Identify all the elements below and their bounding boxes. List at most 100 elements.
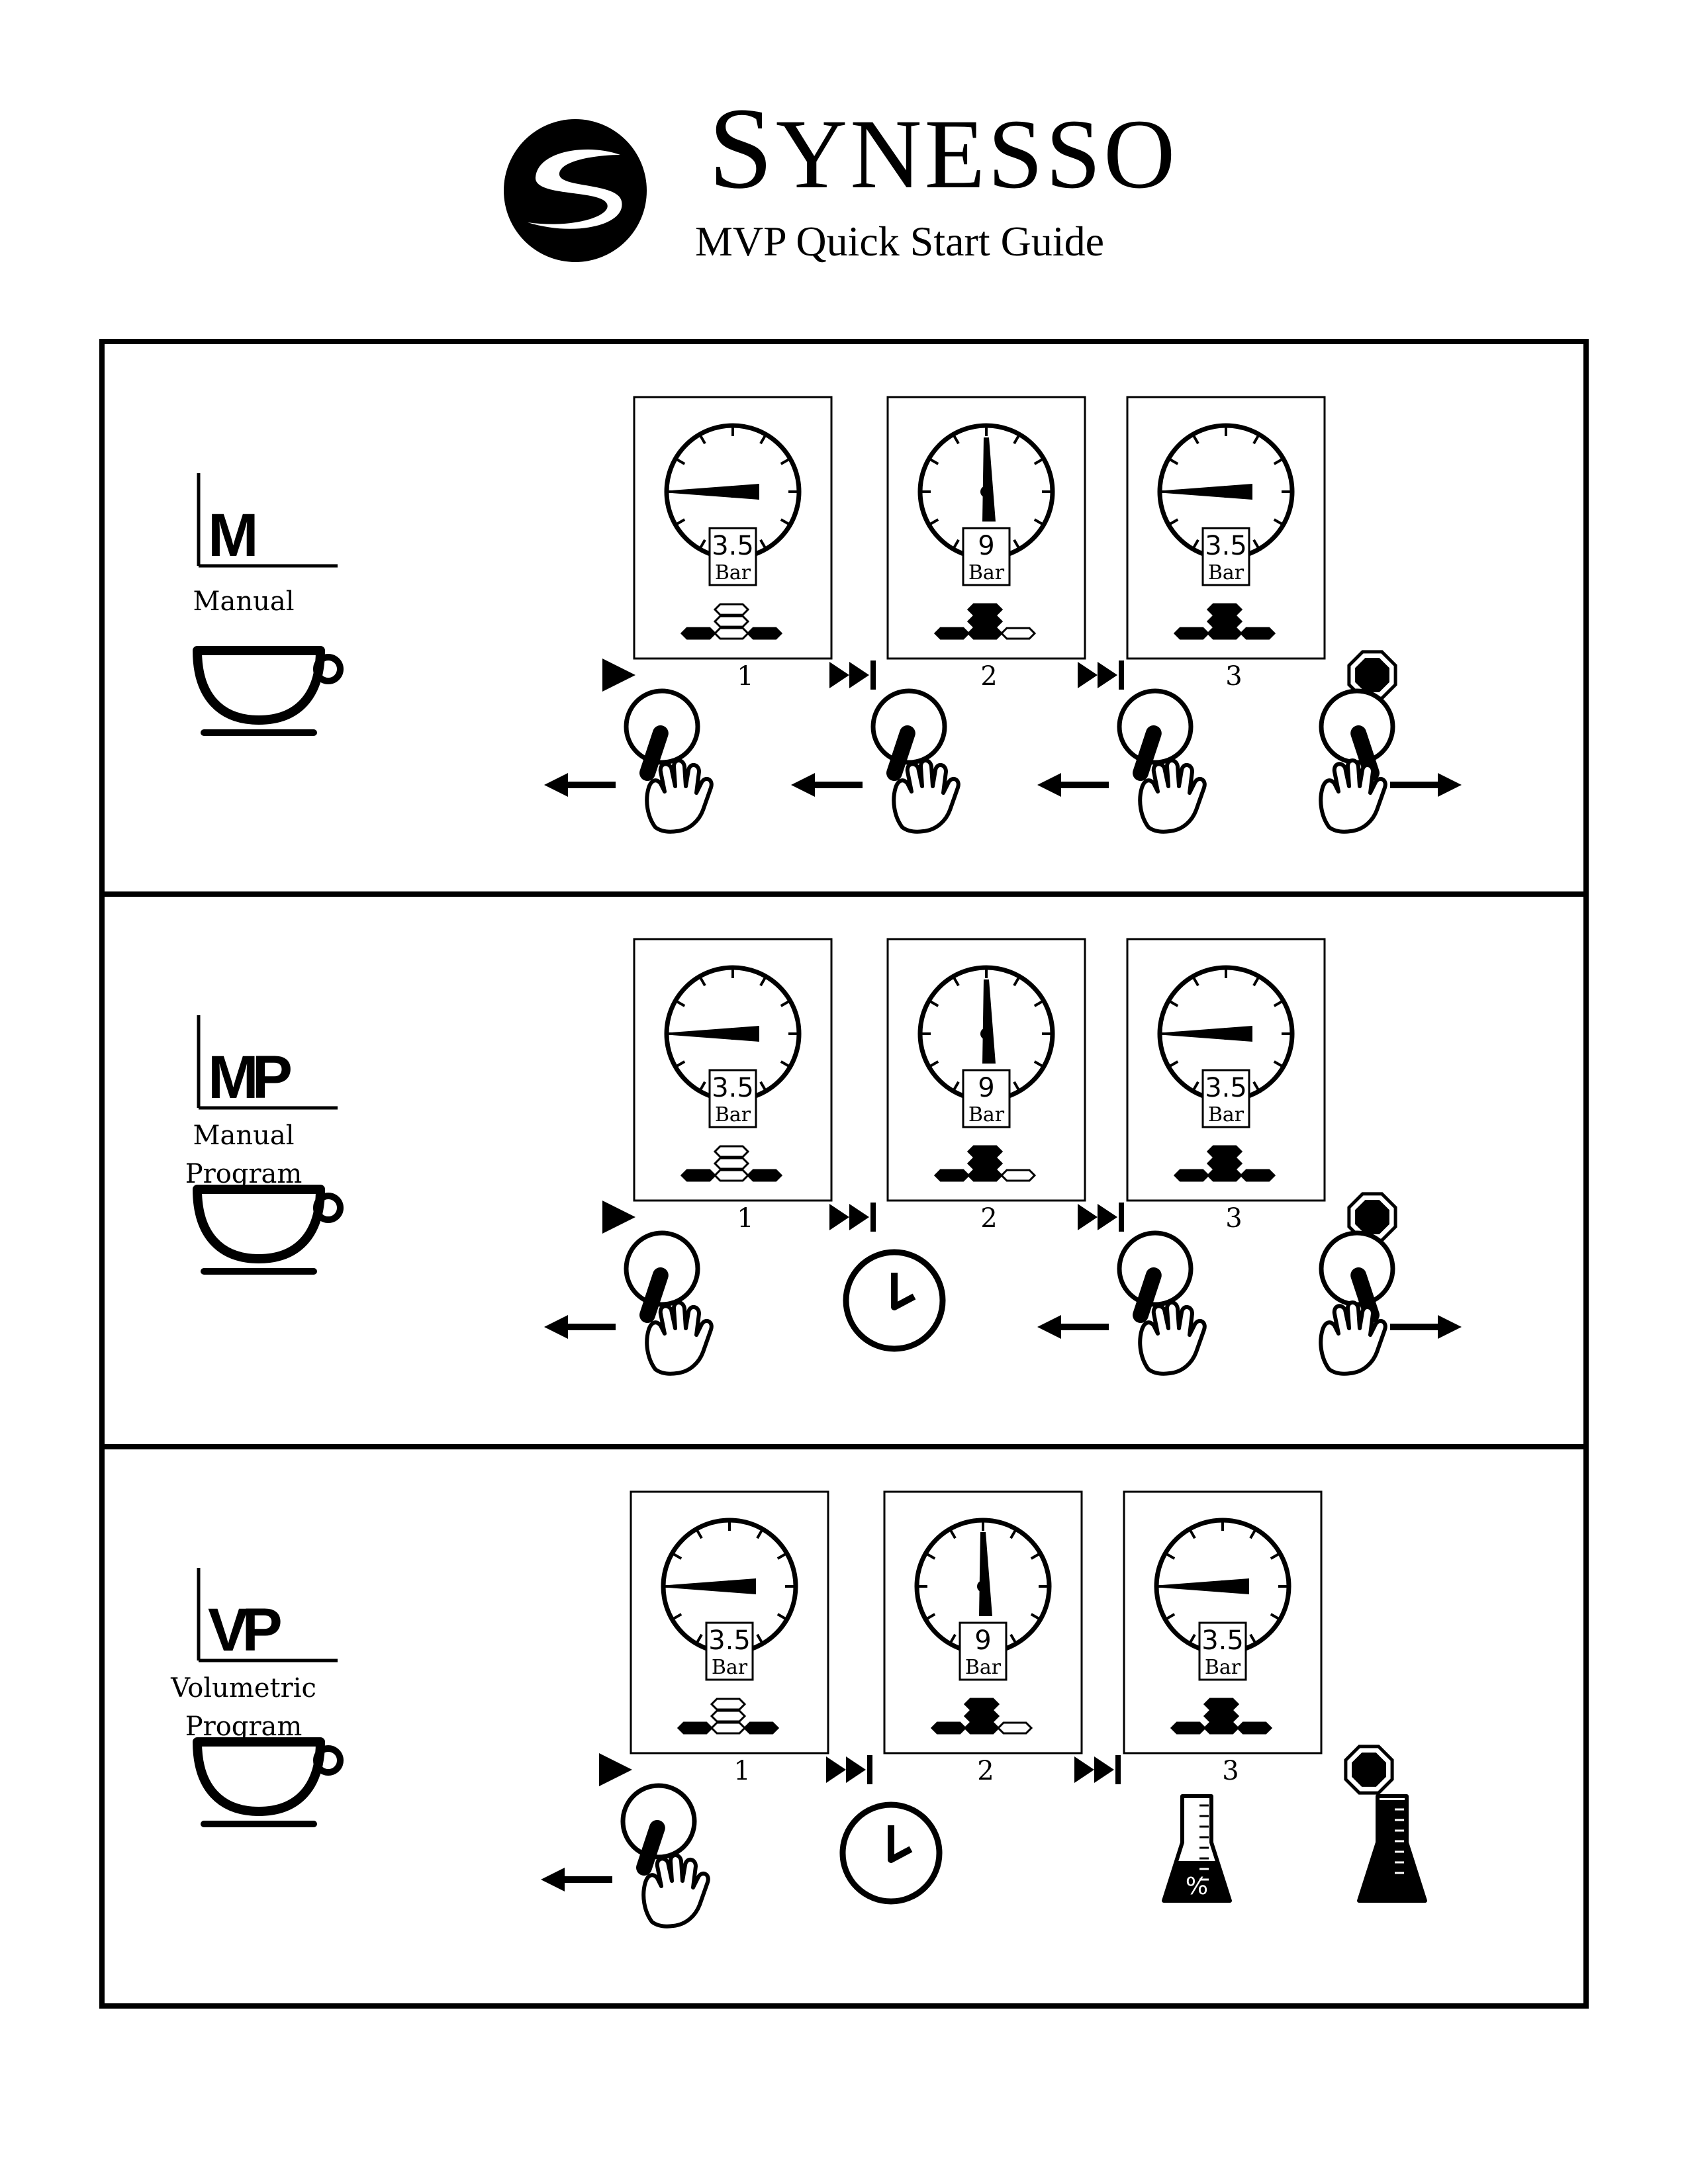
flow-indicator-segment bbox=[746, 1169, 783, 1182]
flow-indicator-segment bbox=[1170, 1721, 1207, 1735]
pressure-value: 9 bbox=[978, 1073, 994, 1103]
flow-indicator-segment bbox=[710, 1721, 747, 1735]
coffee-cup-icon bbox=[193, 1185, 344, 1275]
flow-indicator-segment bbox=[930, 1721, 967, 1735]
step-number: 2 bbox=[977, 1756, 994, 1786]
pressure-unit: Bar bbox=[715, 561, 751, 584]
percent-label: % bbox=[1186, 1873, 1208, 1900]
flow-indicator-segment bbox=[713, 627, 750, 640]
hand-icon bbox=[641, 1853, 710, 1929]
knob-handle bbox=[636, 1820, 665, 1876]
pressure-unit: Bar bbox=[1205, 1656, 1241, 1679]
mode-label-line2: Program bbox=[185, 1711, 303, 1742]
pressure-value: 9 bbox=[974, 1625, 991, 1656]
step-number: 2 bbox=[980, 1203, 997, 1234]
flow-indicator-segment bbox=[966, 1169, 1004, 1182]
gauge-needle bbox=[669, 1578, 756, 1594]
mode-symbol: MP bbox=[197, 1015, 338, 1111]
knob-turn-left-icon bbox=[791, 688, 961, 834]
gauge-needle bbox=[1162, 1578, 1249, 1594]
pressure-unit: Bar bbox=[965, 1656, 1002, 1679]
flow-indicator bbox=[1173, 1145, 1276, 1182]
flow-indicator-segment bbox=[1203, 1698, 1240, 1711]
flow-indicator bbox=[680, 603, 783, 640]
flow-indicator-segment bbox=[710, 1698, 747, 1711]
skip-forward-icon bbox=[1078, 660, 1124, 690]
pressure-readout-box bbox=[962, 1069, 1011, 1128]
flow-indicator bbox=[1173, 603, 1276, 640]
beaker-partial-icon: % bbox=[1162, 1794, 1232, 1903]
hand-icon bbox=[892, 758, 961, 834]
pressure-gauge bbox=[917, 423, 1055, 561]
flow-indicator-segment bbox=[966, 627, 1004, 640]
flow-indicator-segment bbox=[963, 1709, 1000, 1723]
step-number: 3 bbox=[1225, 661, 1242, 692]
mode-label-line1: Volumetric bbox=[171, 1673, 316, 1704]
pressure-value: 3.5 bbox=[1201, 1625, 1244, 1656]
flow-indicator-segment bbox=[963, 1721, 1000, 1735]
flow-indicator-segment bbox=[746, 627, 783, 640]
knob-turn-left-icon bbox=[1037, 1230, 1207, 1376]
knob-handle bbox=[639, 725, 669, 781]
pressure-readout-box bbox=[1201, 527, 1250, 586]
pressure-readout-box bbox=[1198, 1621, 1247, 1681]
skip-forward-icon bbox=[1074, 1755, 1121, 1784]
gauge-needle bbox=[1165, 484, 1252, 500]
flow-indicator-segment bbox=[1000, 1169, 1037, 1182]
mode-label: Manual bbox=[144, 582, 343, 621]
brand-name-rest: YNESSO bbox=[775, 99, 1178, 209]
flow-indicator-segment bbox=[713, 1169, 750, 1182]
flow-indicator-segment bbox=[1173, 1169, 1210, 1182]
pressure-readout-box bbox=[708, 527, 757, 586]
flow-indicator-segment bbox=[1206, 1145, 1243, 1158]
flow-indicator-segment bbox=[1239, 627, 1276, 640]
skip-forward-icon bbox=[829, 1203, 876, 1232]
step-number: 1 bbox=[737, 1203, 753, 1234]
flow-indicator-segment bbox=[680, 1169, 717, 1182]
knob-turn-right-icon bbox=[1319, 1230, 1462, 1376]
step-number: 2 bbox=[980, 661, 997, 692]
pressure-readout-box bbox=[1201, 1069, 1250, 1128]
pressure-unit: Bar bbox=[968, 561, 1005, 584]
flow-indicator bbox=[680, 1145, 783, 1182]
pressure-unit: Bar bbox=[712, 1656, 748, 1679]
mode-label-line1: Manual bbox=[193, 586, 295, 617]
flow-indicator bbox=[933, 603, 1037, 640]
flow-indicator-segment bbox=[1203, 1721, 1240, 1735]
pressure-readout-box bbox=[708, 1069, 757, 1128]
mode-symbol-text: MP bbox=[208, 1044, 291, 1111]
flow-indicator-segment bbox=[1236, 1721, 1273, 1735]
pressure-unit: Bar bbox=[1208, 561, 1244, 584]
knob-handle bbox=[886, 725, 915, 781]
flow-indicator-segment bbox=[1206, 627, 1243, 640]
flow-indicator-segment bbox=[1000, 627, 1037, 640]
synesso-logo bbox=[504, 119, 647, 262]
play-icon bbox=[602, 1201, 635, 1234]
mode-symbol: M bbox=[197, 473, 338, 569]
brand-name-cap: S bbox=[708, 84, 776, 213]
flow-indicator-segment bbox=[996, 1721, 1033, 1735]
knob-handle bbox=[639, 1267, 669, 1323]
mode-symbol-text: M bbox=[208, 502, 255, 569]
pressure-readout-box bbox=[705, 1621, 754, 1681]
flow-indicator-segment bbox=[933, 1169, 970, 1182]
gauge-needle bbox=[1165, 1026, 1252, 1042]
coffee-cup-icon bbox=[193, 646, 344, 736]
step-number: 1 bbox=[733, 1756, 750, 1786]
pressure-value: 3.5 bbox=[712, 1073, 754, 1103]
stop-icon bbox=[1344, 1745, 1394, 1795]
flow-indicator-segment bbox=[966, 1157, 1004, 1170]
coffee-cup-icon bbox=[193, 1737, 344, 1827]
flow-indicator bbox=[1170, 1698, 1273, 1735]
